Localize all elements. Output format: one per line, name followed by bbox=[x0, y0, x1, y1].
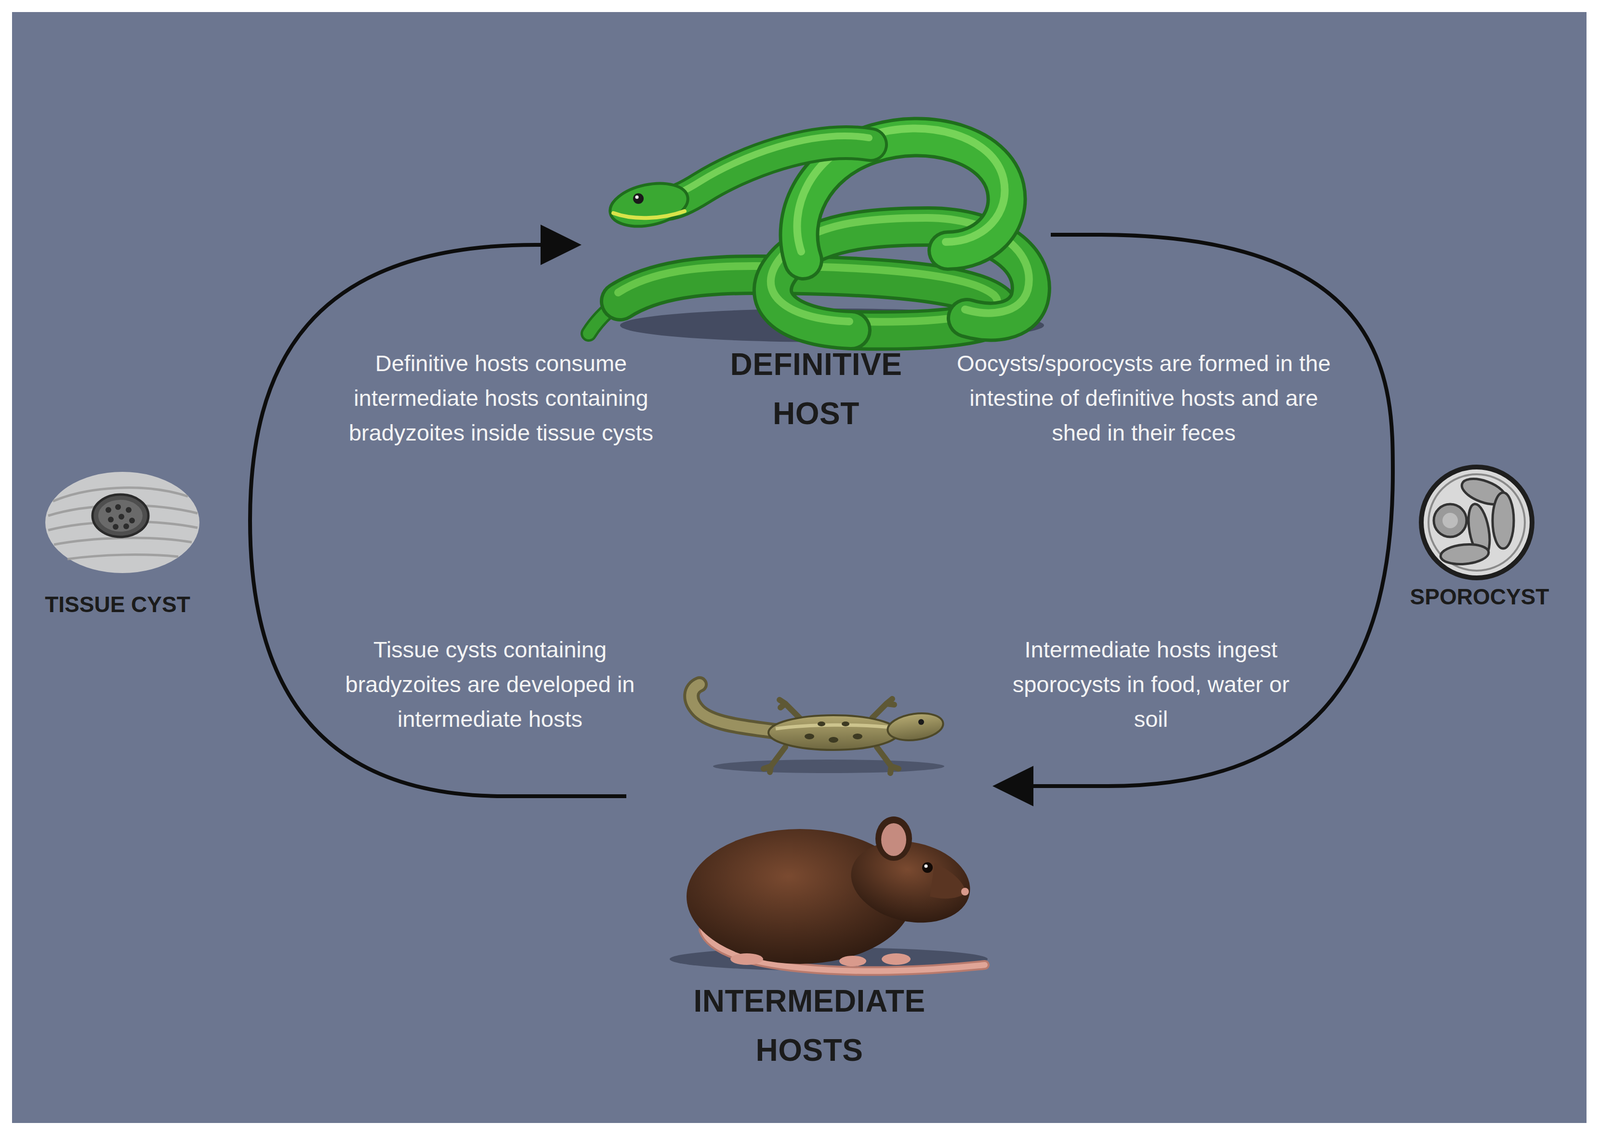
tissue-cyst-icon bbox=[45, 471, 200, 573]
step-note: Intermediate hosts ingest sporocysts in … bbox=[999, 632, 1303, 737]
host-node: INTERMEDIATE HOSTS bbox=[626, 669, 993, 1080]
cycle-arc bbox=[1032, 234, 1393, 786]
snake-illustration bbox=[588, 128, 1045, 343]
lizard bbox=[691, 684, 945, 773]
arrow-head bbox=[992, 765, 1034, 807]
host-title: DEFINITIVE HOST bbox=[700, 339, 932, 438]
rat bbox=[669, 816, 988, 971]
step-note: Oocysts/sporocysts are formed in the int… bbox=[946, 345, 1342, 450]
cycle-arrow bbox=[992, 234, 1393, 807]
intermediate-hosts-illustration bbox=[669, 684, 988, 971]
host-title: INTERMEDIATE HOSTS bbox=[664, 976, 954, 1075]
stage-label: SPOROCYST bbox=[1392, 582, 1567, 610]
sporocyst-icon bbox=[1421, 466, 1533, 578]
stage-label: TISSUE CYST bbox=[26, 590, 210, 618]
step-note: Definitive hosts consume intermediate ho… bbox=[313, 345, 689, 450]
step-note: Tissue cysts containing bradyzoites are … bbox=[330, 632, 649, 737]
arrow-head bbox=[540, 224, 582, 265]
